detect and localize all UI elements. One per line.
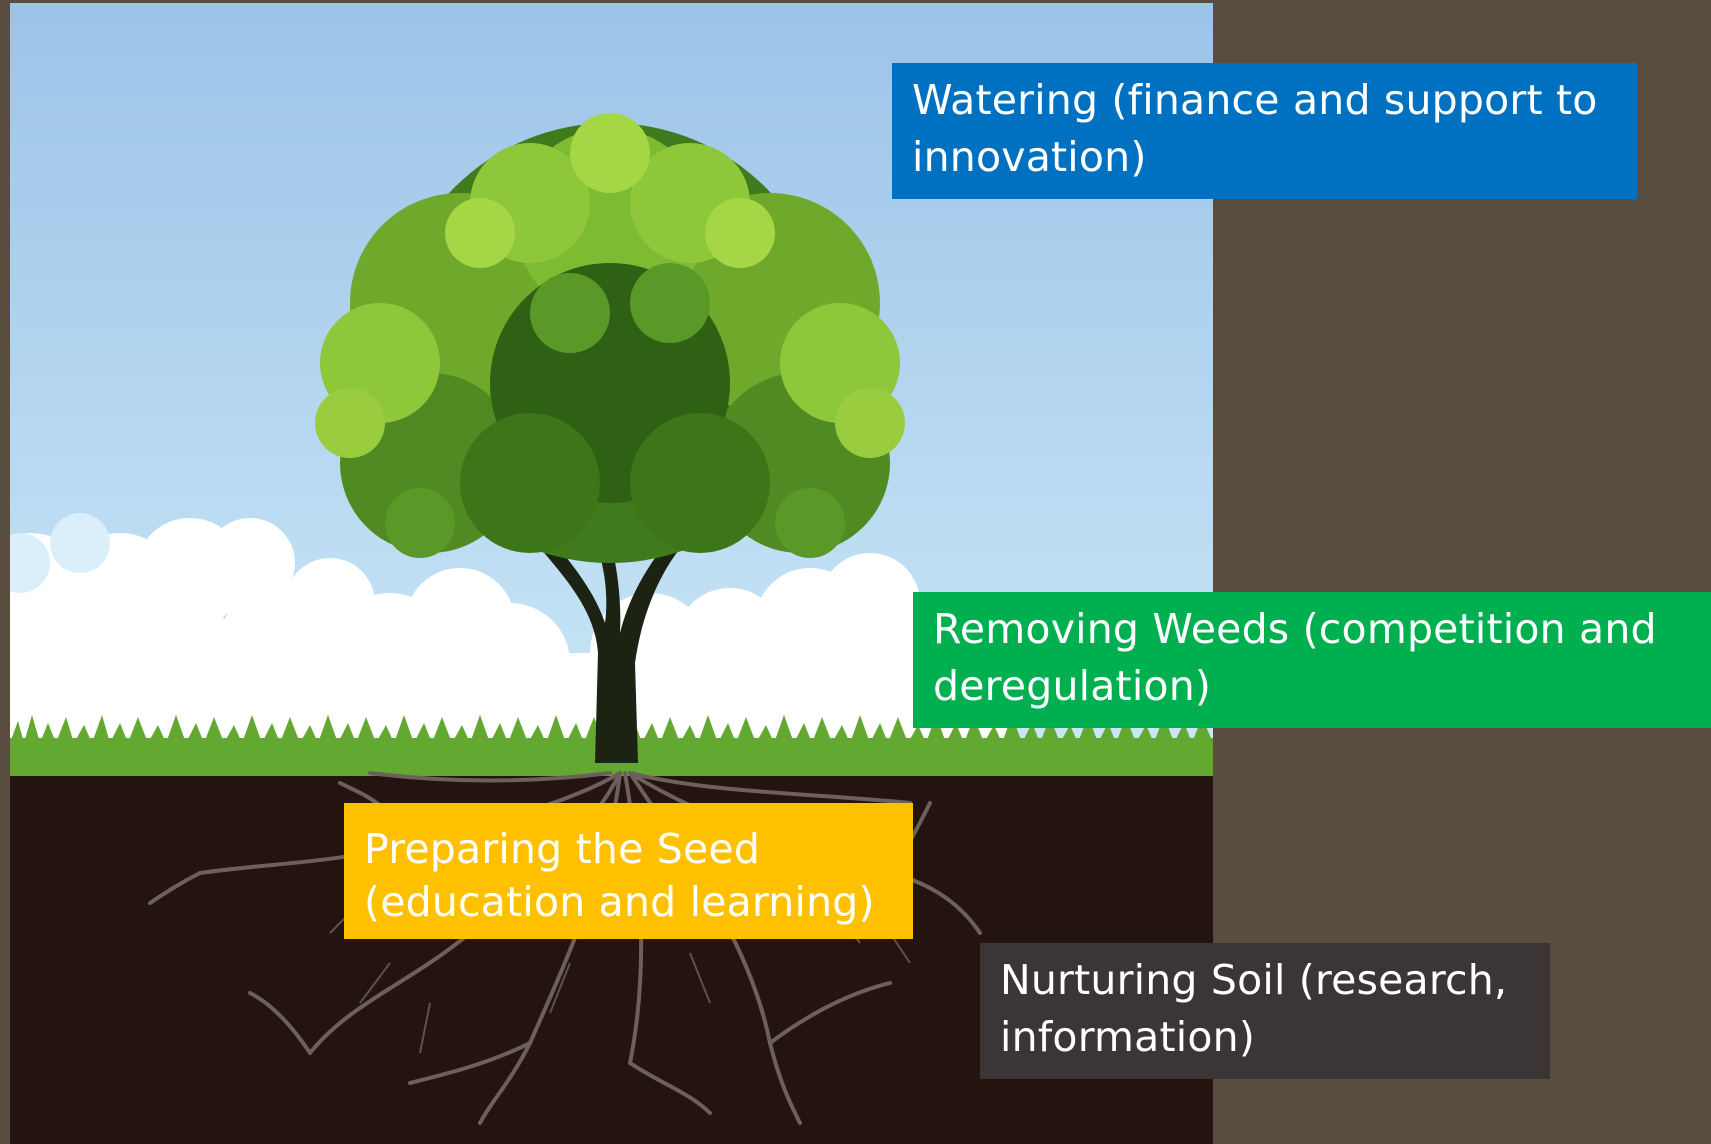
removing-weeds-label-line2: deregulation) bbox=[933, 662, 1212, 710]
tree-trunk bbox=[540, 521, 682, 763]
preparing-seed-label-line1: Preparing the Seed bbox=[364, 825, 761, 873]
removing-weeds-label: Removing Weeds (competition and deregula… bbox=[913, 592, 1711, 728]
watering-label-line2: innovation) bbox=[912, 133, 1147, 181]
watering-label: Watering (finance and support to innovat… bbox=[892, 63, 1637, 199]
removing-weeds-label-line1: Removing Weeds (competition and bbox=[933, 605, 1657, 653]
tree-foliage bbox=[315, 113, 905, 563]
nurturing-soil-label-line1: Nurturing Soil (research, bbox=[1000, 956, 1508, 1004]
preparing-seed-label: Preparing the Seed (education and learni… bbox=[344, 803, 913, 939]
watering-label-line1: Watering (finance and support to bbox=[912, 76, 1598, 124]
preparing-seed-label-line2: (education and learning) bbox=[364, 878, 875, 926]
nurturing-soil-label: Nurturing Soil (research, information) bbox=[980, 943, 1550, 1079]
nurturing-soil-label-line2: information) bbox=[1000, 1013, 1256, 1061]
